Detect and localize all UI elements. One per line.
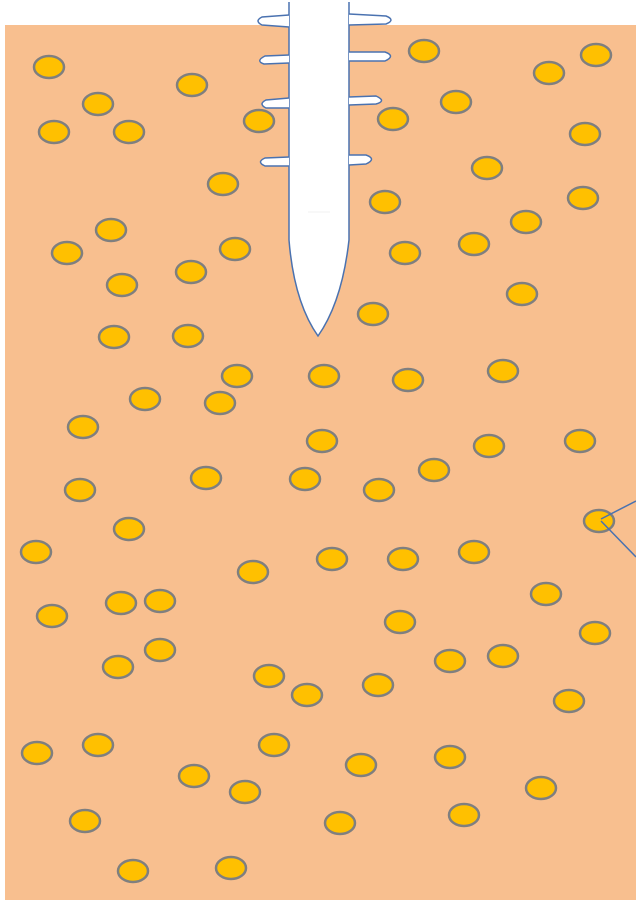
soil-particle <box>364 479 394 501</box>
soil-particle <box>230 781 260 803</box>
soil-particle <box>21 541 51 563</box>
soil-particle <box>65 479 95 501</box>
soil-particle <box>96 219 126 241</box>
soil-particle <box>580 622 610 644</box>
soil-particle <box>554 690 584 712</box>
soil-particle <box>83 93 113 115</box>
root-hair-right-4 <box>349 155 372 165</box>
soil-particle <box>238 561 268 583</box>
soil-particle <box>511 211 541 233</box>
soil-particle <box>220 238 250 260</box>
root-hair-left-2 <box>260 55 289 64</box>
soil-particle <box>244 110 274 132</box>
soil-particle <box>531 583 561 605</box>
soil-particle <box>208 173 238 195</box>
root-hair-left-4 <box>261 157 290 166</box>
soil-particle <box>534 62 564 84</box>
soil-particle <box>459 541 489 563</box>
soil-particle <box>459 233 489 255</box>
soil-particle <box>358 303 388 325</box>
soil-particle <box>346 754 376 776</box>
soil-particle <box>526 777 556 799</box>
soil-particle <box>107 274 137 296</box>
soil-particle <box>130 388 160 410</box>
root-hair-right-1 <box>349 14 391 25</box>
soil-particle <box>388 548 418 570</box>
soil-particle <box>222 365 252 387</box>
soil-particle <box>565 430 595 452</box>
soil-particle <box>449 804 479 826</box>
root-body <box>289 0 349 336</box>
soil-particle <box>52 242 82 264</box>
soil-particle <box>179 765 209 787</box>
soil-particle <box>570 123 600 145</box>
soil-particle <box>173 325 203 347</box>
soil-particle <box>435 650 465 672</box>
soil-particle <box>390 242 420 264</box>
soil-particle <box>393 369 423 391</box>
soil-particle <box>409 40 439 62</box>
soil-particle <box>70 810 100 832</box>
root-top-mask <box>284 0 354 2</box>
soil-particle <box>292 684 322 706</box>
soil-particle <box>441 91 471 113</box>
soil-particle <box>435 746 465 768</box>
root-hair-right-2 <box>349 52 391 61</box>
root-hair-right-3 <box>349 96 382 105</box>
soil-particle <box>83 734 113 756</box>
soil-particle <box>309 365 339 387</box>
soil-particle <box>145 639 175 661</box>
soil-particle <box>474 435 504 457</box>
soil-particle <box>307 430 337 452</box>
root-hair-left-3 <box>262 98 289 108</box>
soil-particle <box>472 157 502 179</box>
soil-particle <box>581 44 611 66</box>
soil-particle <box>145 590 175 612</box>
soil-particle <box>205 392 235 414</box>
soil-particle <box>363 674 393 696</box>
soil-particle <box>191 467 221 489</box>
soil-particle <box>106 592 136 614</box>
soil-particle <box>419 459 449 481</box>
soil-particle <box>177 74 207 96</box>
soil-particle <box>34 56 64 78</box>
soil-particle <box>317 548 347 570</box>
soil-particle <box>488 360 518 382</box>
soil-particle <box>39 121 69 143</box>
soil-particle <box>370 191 400 213</box>
soil-particle <box>118 860 148 882</box>
soil-particle <box>22 742 52 764</box>
soil-particle <box>114 121 144 143</box>
soil-particle <box>216 857 246 879</box>
soil-particle <box>507 283 537 305</box>
soil-particle <box>254 665 284 687</box>
soil-particle <box>114 518 144 540</box>
soil-particle <box>325 812 355 834</box>
soil-particle <box>68 416 98 438</box>
soil-particle <box>568 187 598 209</box>
soil-particle <box>385 611 415 633</box>
soil-particle <box>378 108 408 130</box>
soil-particle <box>488 645 518 667</box>
soil-particle <box>103 656 133 678</box>
soil-particle <box>259 734 289 756</box>
soil-particle <box>99 326 129 348</box>
soil-particle <box>290 468 320 490</box>
soil-particle <box>37 605 67 627</box>
soil-particle <box>176 261 206 283</box>
root-hair-left-1 <box>258 15 289 27</box>
